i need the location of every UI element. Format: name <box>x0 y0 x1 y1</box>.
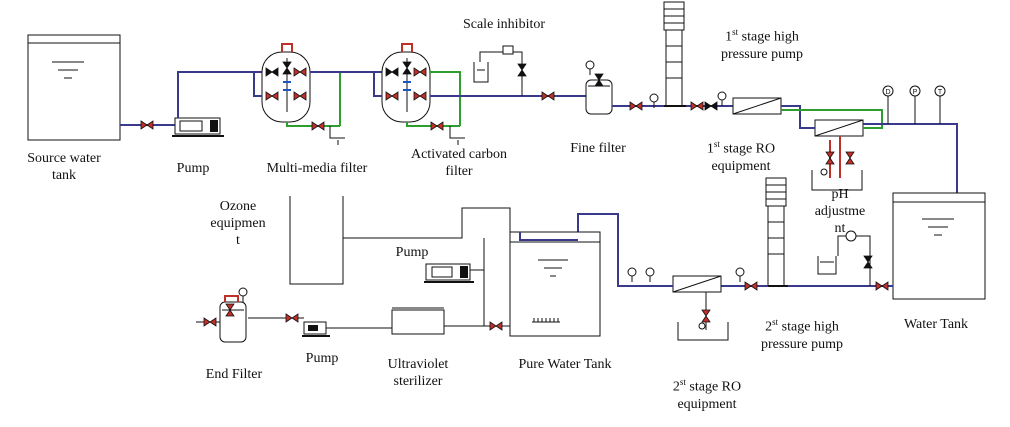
label-fine-filter: Fine filter <box>570 141 626 156</box>
gauge-t-label: T <box>938 89 943 96</box>
carbon-drain-valve[interactable] <box>430 121 444 131</box>
label-ro-1: 1st stage RO equipment <box>706 139 776 174</box>
fine-filter-inlet-valve[interactable] <box>541 91 555 101</box>
label-hp-pump-1: 1st stage high pressure pump <box>720 27 804 62</box>
pipe-carbon-to-fine <box>373 72 588 97</box>
inlet-valve[interactable] <box>140 120 154 130</box>
label-pump-3: Pump <box>305 351 339 366</box>
hp-pump-1[interactable] <box>663 1 686 107</box>
multimedia-drain-valve[interactable] <box>311 121 325 131</box>
gauge-p-label: P <box>913 89 918 96</box>
label-pure-water-tank: Pure Water Tank <box>518 357 612 372</box>
label-hp-pump-2: 2st stage high pressure pump <box>760 317 844 352</box>
label-ro-2: 2st stage RO equipment <box>672 377 742 412</box>
end-valve[interactable] <box>203 317 217 327</box>
water-tank <box>892 192 986 300</box>
source-water-tank <box>27 34 121 141</box>
activated-carbon-filter <box>381 43 431 123</box>
multi-media-filter <box>261 43 311 123</box>
label-pump-1: Pump <box>176 161 210 176</box>
label-end-filter: End Filter <box>205 367 263 382</box>
label-multi-media-filter: Multi-media filter <box>266 161 368 176</box>
label-water-tank: Water Tank <box>903 317 969 332</box>
gauge-t: T <box>934 85 946 124</box>
hp-pump-1-inlet-valve[interactable] <box>629 101 643 111</box>
gauge-d-label: D <box>885 89 890 96</box>
ultraviolet-sterilizer <box>391 307 445 335</box>
pump-2[interactable] <box>424 263 474 283</box>
ro-1-membrane-b <box>814 119 864 137</box>
gauge-p: P <box>909 85 921 124</box>
ro-2-membrane <box>672 275 722 293</box>
pump-1[interactable] <box>172 117 224 137</box>
ozone-equipment <box>289 196 511 285</box>
ph-adjustment-dosing <box>811 151 863 191</box>
label-pump-2: Pump <box>395 245 429 260</box>
scale-inhibitor-dosing <box>473 45 527 96</box>
pump-3[interactable] <box>302 321 330 337</box>
label-scale-inhibitor: Scale inhibitor <box>462 17 546 32</box>
pipe-pump-to-header <box>177 71 262 118</box>
end-filter <box>219 287 248 343</box>
hp-pump-2[interactable] <box>765 177 788 287</box>
fine-filter <box>585 60 613 115</box>
ro-1-membrane-a <box>732 97 782 115</box>
pure-water-tank <box>509 231 601 337</box>
gauge-d: D <box>882 85 894 124</box>
